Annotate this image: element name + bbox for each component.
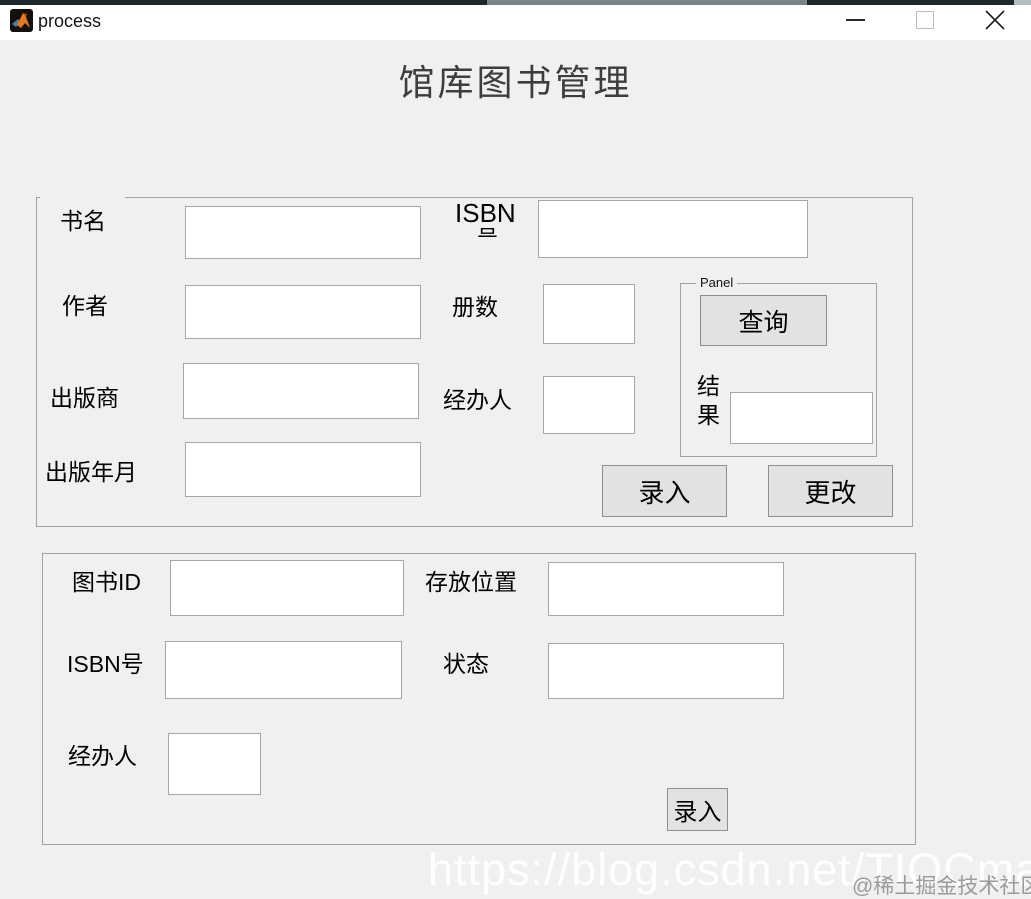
storage-info-panel <box>42 553 916 845</box>
window-title: process <box>38 11 102 31</box>
enter-book-button[interactable]: 录入 <box>602 465 727 517</box>
background-strip-smudge <box>487 0 807 5</box>
isbn-number-label: ISBN号 <box>67 651 144 677</box>
handler-label: 经办人 <box>443 387 512 413</box>
location-label: 存放位置 <box>425 569 517 595</box>
query-panel-title: Panel <box>696 275 738 290</box>
pub-date-input[interactable] <box>185 442 421 497</box>
enter-storage-button[interactable]: 录入 <box>667 788 728 831</box>
book-id-input[interactable] <box>170 560 404 616</box>
pub-date-label: 出版年月 <box>45 459 137 485</box>
matlab-logo-icon <box>10 9 33 32</box>
minimize-button[interactable] <box>840 5 870 40</box>
maximize-icon <box>916 11 934 29</box>
isbn-label: ISBN <box>455 198 516 228</box>
author-input[interactable] <box>185 285 421 339</box>
book-name-input[interactable] <box>185 206 421 259</box>
change-book-button[interactable]: 更改 <box>768 465 893 517</box>
publisher-input[interactable] <box>183 363 419 419</box>
background-window-strip <box>0 0 1031 5</box>
book-id-label: 图书ID <box>72 569 141 595</box>
copies-input[interactable] <box>543 284 635 344</box>
watermark-url: https://blog.csdn.net/TIOCmatlab <box>428 844 1031 895</box>
book-name-label: 书名 <box>60 208 106 234</box>
isbn-input[interactable] <box>538 200 808 258</box>
result-output[interactable] <box>730 392 873 444</box>
maximize-button[interactable] <box>910 5 940 40</box>
book-info-panel <box>36 197 913 527</box>
result-label: 结果 <box>697 373 720 428</box>
copies-label: 册数 <box>452 294 498 320</box>
handler-input[interactable] <box>543 376 635 434</box>
storage-handler-label: 经办人 <box>68 743 137 769</box>
isbn-label-clipped-char: 号 <box>477 228 498 237</box>
watermark-community: @稀土掘金技术社区 <box>852 875 1031 898</box>
status-label: 状态 <box>443 651 489 677</box>
close-button[interactable] <box>980 5 1010 40</box>
query-panel <box>680 283 877 457</box>
title-bar: process <box>0 5 1031 40</box>
close-icon <box>985 10 1005 30</box>
background-strip-smudge <box>1014 0 1031 5</box>
status-input[interactable] <box>548 643 784 699</box>
isbn-number-input[interactable] <box>165 641 402 699</box>
minimize-icon <box>846 19 865 21</box>
author-label: 作者 <box>62 293 108 319</box>
page-title: 馆库图书管理 <box>398 63 633 104</box>
storage-handler-input[interactable] <box>168 733 261 795</box>
panel-title-gap <box>40 196 125 199</box>
query-button[interactable]: 查询 <box>700 295 827 346</box>
publisher-label: 出版商 <box>50 385 119 411</box>
location-input[interactable] <box>548 562 784 616</box>
